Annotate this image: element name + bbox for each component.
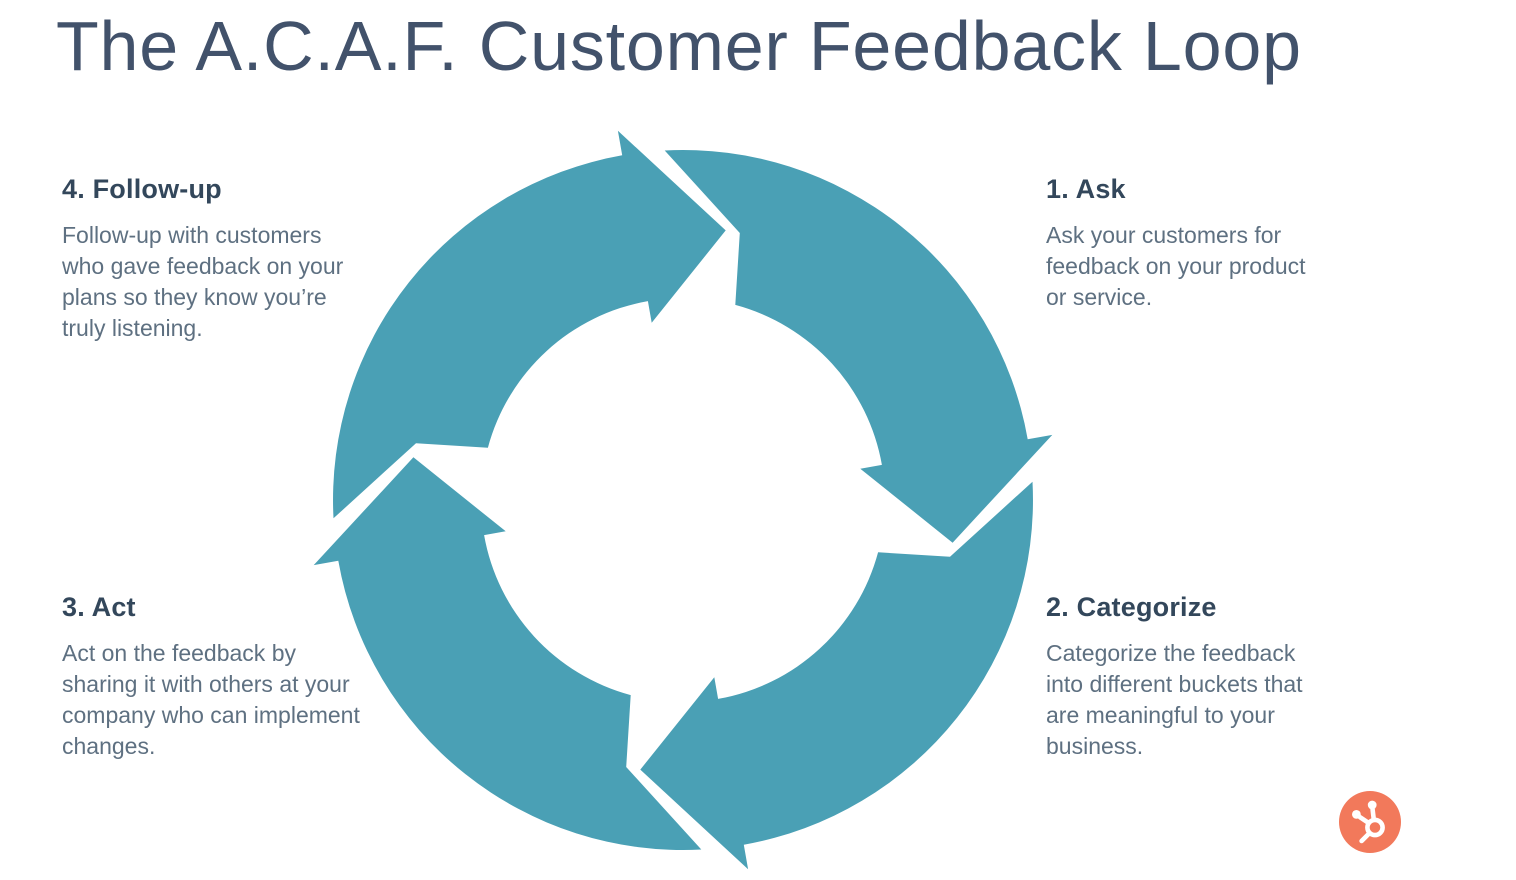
- hubspot-logo-badge: [1339, 791, 1401, 853]
- step-4-follow-up: 4. Follow-up Follow-up with customers wh…: [62, 174, 362, 344]
- step-3-act: 3. Act Act on the feedback by sharing it…: [62, 592, 377, 762]
- step-3-description: Act on the feedback by sharing it with o…: [62, 640, 360, 759]
- step-1-description: Ask your customers for feedback on your …: [1046, 222, 1306, 310]
- step-1-ask: 1. Ask Ask your customers for feedback o…: [1046, 174, 1331, 313]
- step-2-heading: 2. Categorize: [1046, 592, 1217, 622]
- step-2-categorize: 2. Categorize Categorize the feedback in…: [1046, 592, 1336, 762]
- cycle-segment-4-follow-up: [333, 130, 726, 519]
- step-2-description: Categorize the feedback into different b…: [1046, 640, 1303, 759]
- step-1-heading: 1. Ask: [1046, 174, 1126, 204]
- step-4-description: Follow-up with customers who gave feedba…: [62, 222, 344, 341]
- page-title: The A.C.A.F. Customer Feedback Loop: [56, 7, 1302, 85]
- step-4-heading: 4. Follow-up: [62, 174, 222, 204]
- step-3-heading: 3. Act: [62, 592, 136, 622]
- cycle-segment-1-ask: [664, 150, 1053, 543]
- cycle-segment-3-act: [313, 457, 702, 850]
- hubspot-sprocket-icon: [1339, 791, 1401, 853]
- cycle-segment-2-categorize: [640, 481, 1033, 870]
